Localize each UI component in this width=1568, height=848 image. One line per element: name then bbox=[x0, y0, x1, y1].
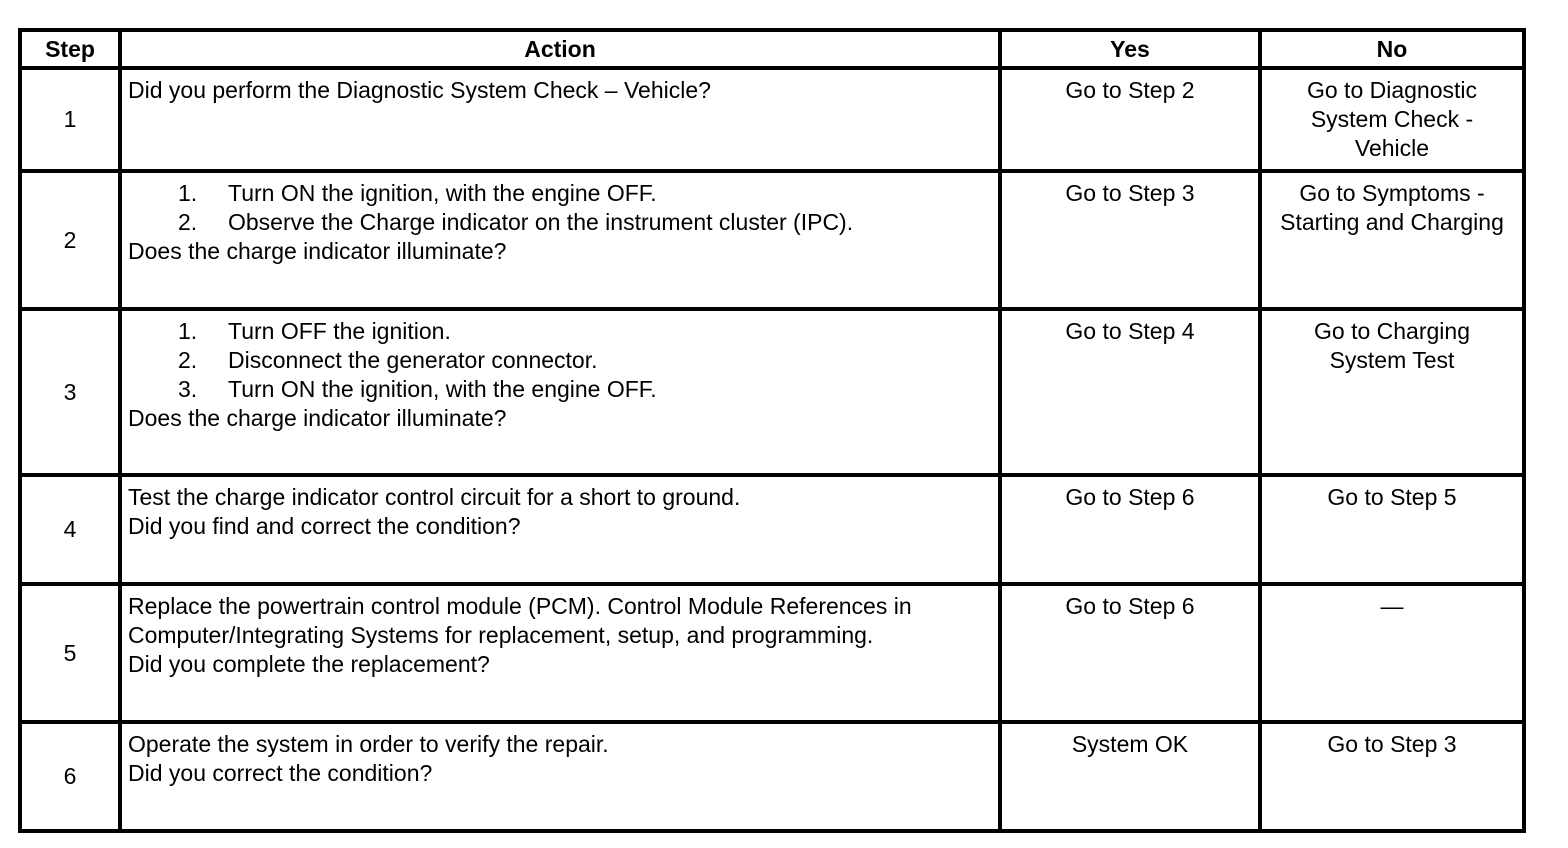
yes-text: Go to Step 4 bbox=[1065, 318, 1195, 344]
action-cell: Operate the system in order to verify th… bbox=[118, 720, 1002, 833]
yes-text: System OK bbox=[1071, 731, 1189, 757]
action-text: Computer/Integrating Systems for replace… bbox=[128, 622, 874, 648]
action-list: 1. Turn OFF the ignition. 2. Disconnect th… bbox=[128, 317, 992, 404]
header-step: Step bbox=[18, 28, 122, 70]
action-question: Did you correct the condition? bbox=[128, 760, 433, 786]
header-row: Step Action Yes No bbox=[18, 28, 1526, 70]
yes-text: Go to Step 2 bbox=[1065, 77, 1195, 103]
list-number: 2. bbox=[178, 347, 198, 373]
step-number: 4 bbox=[18, 473, 122, 586]
list-text: Turn ON the ignition, with the engine OF… bbox=[228, 180, 657, 206]
yes-cell: Go to Step 6 bbox=[998, 582, 1262, 724]
no-cell: Go to Diagnostic System Check - Vehicle bbox=[1258, 66, 1526, 173]
yes-cell: Go to Step 3 bbox=[998, 169, 1262, 311]
no-text-line: System Test bbox=[1329, 347, 1455, 373]
step-number: 1 bbox=[18, 66, 122, 173]
action-cell: Replace the powertrain control module (P… bbox=[118, 582, 1002, 724]
yes-cell: Go to Step 2 bbox=[998, 66, 1262, 173]
action-cell: 1. Turn ON the ignition, with the engine … bbox=[118, 169, 1002, 311]
list-text: Turn ON the ignition, with the engine OF… bbox=[228, 376, 657, 402]
no-text-line: Go to Diagnostic bbox=[1306, 77, 1478, 103]
action-question: Does the charge indicator illuminate? bbox=[128, 405, 507, 431]
step-number: 5 bbox=[18, 582, 122, 724]
no-cell: Go to Charging System Test bbox=[1258, 307, 1526, 477]
list-number: 2. bbox=[178, 209, 198, 235]
list-number: 1. bbox=[178, 180, 198, 206]
table-row: 2 1. Turn ON the ignition, with the engin… bbox=[18, 169, 1526, 311]
list-item: 1. Turn OFF the ignition. bbox=[128, 317, 992, 346]
no-text-line: Starting and Charging bbox=[1280, 209, 1504, 235]
action-cell: Test the charge indicator control circui… bbox=[118, 473, 1002, 586]
no-text-line: Go to Step 3 bbox=[1327, 731, 1457, 757]
yes-text: Go to Step 6 bbox=[1065, 484, 1195, 510]
yes-cell: Go to Step 4 bbox=[998, 307, 1262, 477]
no-cell: Go to Step 3 bbox=[1258, 720, 1526, 833]
table-row: 3 1. Turn OFF the ignition. 2. Disconnect … bbox=[18, 307, 1526, 477]
list-item: 3. Turn ON the ignition, with the engine … bbox=[128, 375, 992, 404]
action-question: Does the charge indicator illuminate? bbox=[128, 238, 507, 264]
action-text: Did you perform the Diagnostic System Ch… bbox=[128, 77, 711, 103]
list-item: 2. Disconnect the generator connector. bbox=[128, 346, 992, 375]
action-cell: Did you perform the Diagnostic System Ch… bbox=[118, 66, 1002, 173]
no-text-line: Go to Symptoms - bbox=[1299, 180, 1485, 206]
diagnostic-table: Step Action Yes No 1 Did you perform the… bbox=[18, 28, 1526, 833]
header-yes: Yes bbox=[998, 28, 1262, 70]
table-row: 6 Operate the system in order to verify … bbox=[18, 720, 1526, 833]
step-number: 2 bbox=[18, 169, 122, 311]
list-number: 1. bbox=[178, 318, 198, 344]
action-question: Did you complete the replacement? bbox=[128, 651, 490, 677]
header-action: Action bbox=[118, 28, 1002, 70]
step-number: 3 bbox=[18, 307, 122, 477]
yes-cell: System OK bbox=[998, 720, 1262, 833]
no-cell: Go to Step 5 bbox=[1258, 473, 1526, 586]
no-cell: — bbox=[1258, 582, 1526, 724]
step-number: 6 bbox=[18, 720, 122, 833]
action-list: 1. Turn ON the ignition, with the engine … bbox=[128, 179, 992, 237]
no-text-line: Go to Step 5 bbox=[1327, 484, 1457, 510]
action-text: Operate the system in order to verify th… bbox=[128, 731, 609, 757]
table-row: 5 Replace the powertrain control module … bbox=[18, 582, 1526, 724]
list-text: Turn OFF the ignition. bbox=[228, 318, 451, 344]
list-number: 3. bbox=[178, 376, 198, 402]
no-text-line: System Check - bbox=[1310, 106, 1474, 132]
action-cell: 1. Turn OFF the ignition. 2. Disconnect th… bbox=[118, 307, 1002, 477]
table-row: 1 Did you perform the Diagnostic System … bbox=[18, 66, 1526, 173]
list-text: Disconnect the generator connector. bbox=[228, 347, 598, 373]
yes-text: Go to Step 3 bbox=[1065, 180, 1195, 206]
list-item: 2. Observe the Charge indicator on the in… bbox=[128, 208, 992, 237]
list-text: Observe the Charge indicator on the inst… bbox=[228, 209, 854, 235]
table-row: 4 Test the charge indicator control circ… bbox=[18, 473, 1526, 586]
header-no: No bbox=[1258, 28, 1526, 70]
no-text-line: Go to Charging bbox=[1314, 318, 1470, 344]
action-text: Replace the powertrain control module (P… bbox=[128, 593, 912, 619]
yes-cell: Go to Step 6 bbox=[998, 473, 1262, 586]
no-dash: — bbox=[1380, 593, 1404, 619]
list-item: 1. Turn ON the ignition, with the engine … bbox=[128, 179, 992, 208]
action-text: Test the charge indicator control circui… bbox=[128, 484, 741, 510]
no-cell: Go to Symptoms - Starting and Charging bbox=[1258, 169, 1526, 311]
action-question: Did you find and correct the condition? bbox=[128, 513, 521, 539]
yes-text: Go to Step 6 bbox=[1065, 593, 1195, 619]
no-text-line: Vehicle bbox=[1354, 135, 1430, 161]
